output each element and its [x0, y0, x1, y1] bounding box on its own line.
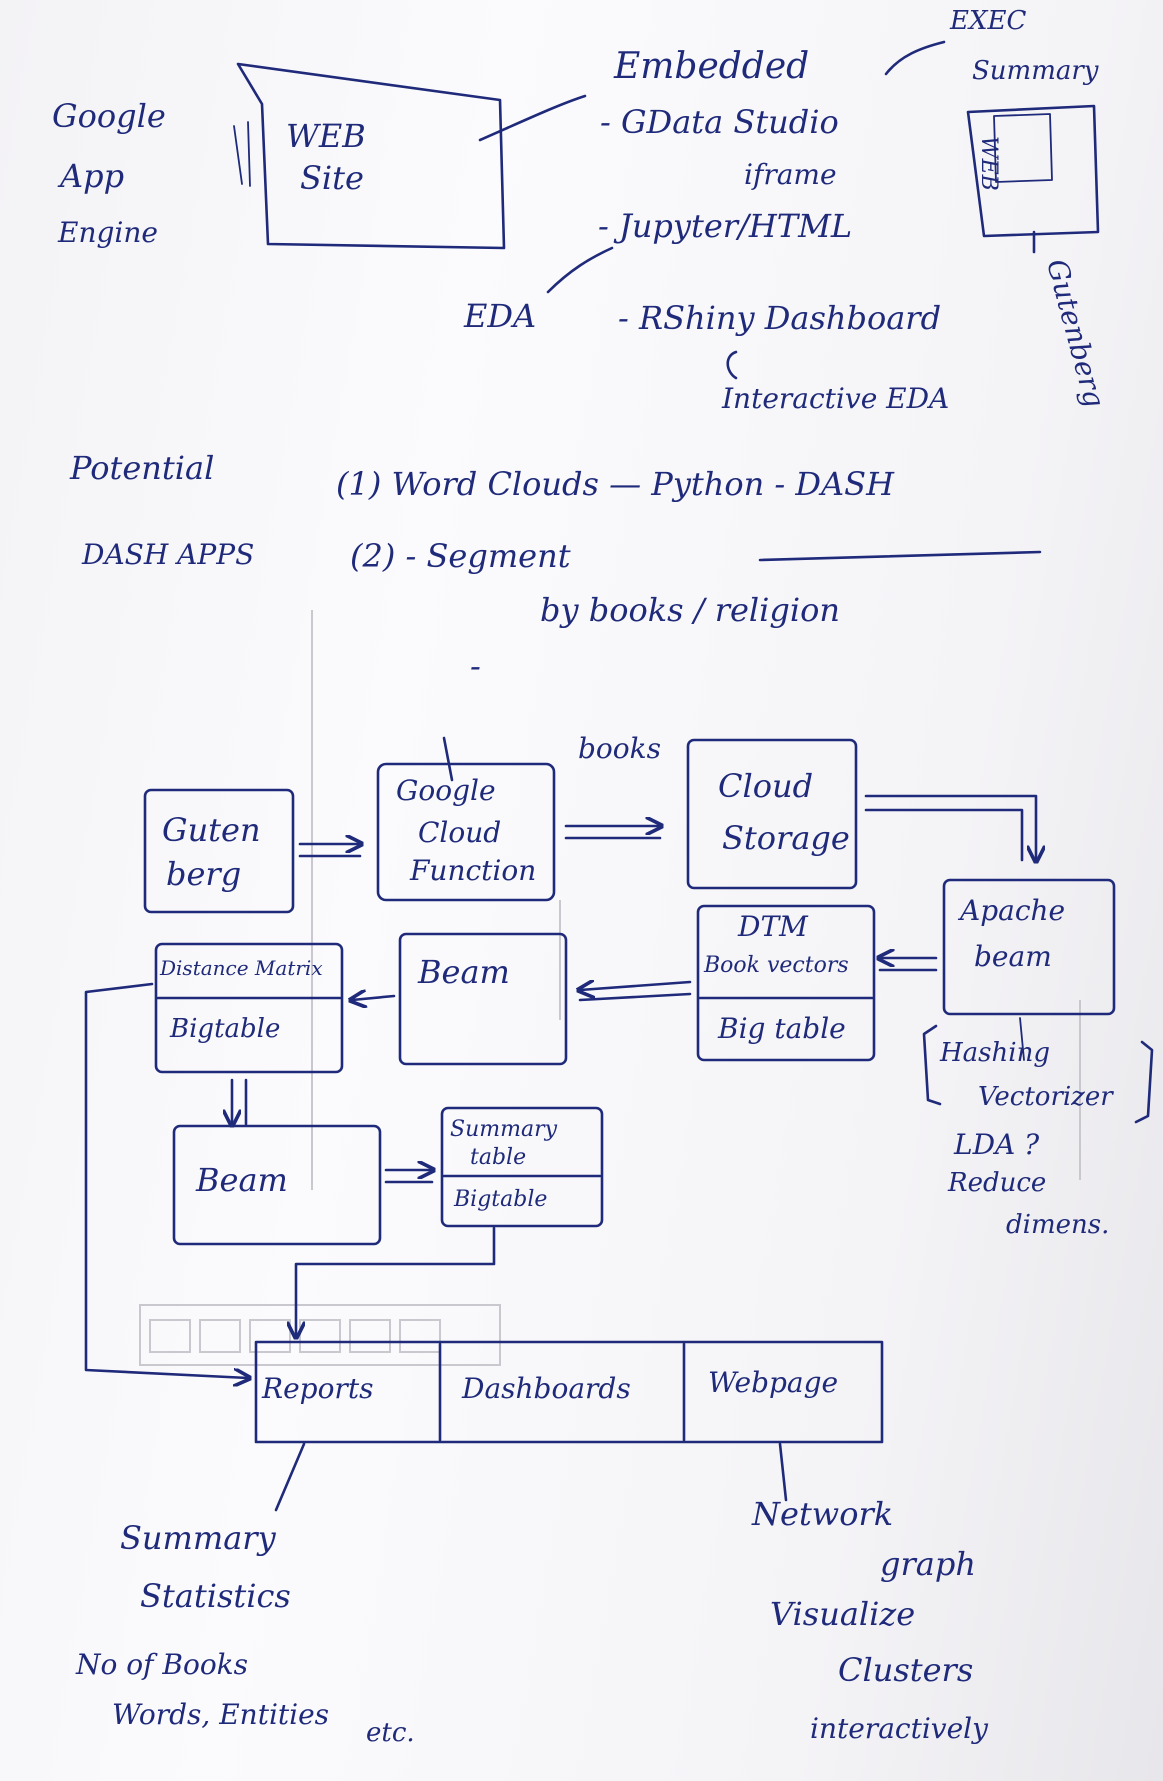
exec-summary-web-box: [993, 113, 1053, 183]
output-reports: Reports: [262, 1372, 374, 1405]
beam-low-box: [172, 1124, 382, 1246]
potential-item-word-clouds: (1) Word Clouds — Python - DASH: [336, 465, 894, 503]
webpage-note-4: Clusters: [838, 1651, 974, 1689]
output-dashboards: Dashboards: [462, 1372, 631, 1405]
summary-box: [440, 1106, 604, 1228]
beam-mid-label: Beam: [418, 953, 510, 991]
exec-summary-web-label: WEB: [976, 136, 1001, 191]
gutenberg-label-1: Guten: [162, 811, 261, 849]
embedded-item-iframe: iframe: [744, 158, 837, 191]
vectorizer-tick: [1019, 1017, 1025, 1061]
distance-matrix-label: Distance Matrix: [160, 956, 323, 980]
dash-underline: [758, 550, 1042, 562]
cloud-storage-label-1: Cloud: [718, 767, 814, 805]
reports-note-2: Statistics: [140, 1577, 291, 1615]
edge-books-label: books: [578, 732, 661, 765]
potential-item-dash: -: [470, 647, 481, 685]
summary-bigtable-label: Bigtable: [454, 1187, 548, 1212]
dtm-label-1: DTM: [738, 910, 808, 943]
reports-note-3: No of Books: [76, 1648, 249, 1681]
vectorizer-note-4: Reduce: [948, 1168, 1047, 1198]
potential-label-2: DASH APPS: [82, 538, 255, 571]
reports-note-5: etc.: [366, 1718, 415, 1748]
summary-label-1: Summary: [450, 1117, 558, 1142]
potential-item-by-books: by books / religion: [540, 591, 840, 629]
cloud-function-label-1: Google: [396, 774, 496, 807]
dtm-box: [696, 904, 876, 1062]
arrow-dtm-to-beam-mid-2: [578, 992, 692, 1002]
reports-note-1: Summary: [120, 1519, 276, 1557]
apache-beam-box: [942, 878, 1116, 1016]
arrow-storage-to-beam-2: [864, 808, 1024, 862]
webpage-note-2: graph: [880, 1545, 976, 1583]
gutenberg-label-2: berg: [166, 855, 242, 893]
dtm-bigtable-label: Big table: [718, 1012, 846, 1045]
apache-beam-label-2: beam: [974, 940, 1052, 973]
distance-matrix-box: [154, 942, 344, 1074]
arrow-reports-notes: [274, 1442, 306, 1512]
potential-item-segment: (2) - Segment: [350, 537, 571, 575]
beam-low-label: Beam: [196, 1161, 288, 1199]
hosting-bracket: [233, 121, 251, 187]
interactive-eda-label: Interactive EDA: [722, 382, 950, 415]
cloud-function-label-3: Function: [410, 854, 537, 887]
output-webpage: Webpage: [708, 1366, 839, 1399]
potential-label-1: Potential: [70, 449, 215, 487]
webpage-note-3: Visualize: [770, 1595, 916, 1633]
vectorizer-note-5: dimens.: [1006, 1210, 1110, 1240]
website-connector: [478, 94, 587, 142]
embedded-item-data-studio: - GData Studio: [600, 103, 839, 141]
cloud-function-label-2: Cloud: [418, 816, 502, 849]
summary-label-2: table: [470, 1145, 527, 1170]
website-box: [236, 62, 506, 250]
hosting-label-3: Engine: [58, 216, 158, 249]
embedded-title: Embedded: [614, 46, 810, 87]
website-label-1: WEB: [286, 117, 366, 155]
rshiny-bracket: [726, 350, 738, 380]
outputs-box: [254, 1340, 884, 1444]
arrow-beam-mid-to-distance: [352, 996, 396, 1000]
cloud-storage-box: [686, 738, 858, 890]
dtm-label-2: Book vectors: [704, 953, 849, 978]
webpage-note-1: Network: [752, 1495, 894, 1533]
website-label-2: Site: [300, 159, 364, 197]
apache-beam-label-1: Apache: [960, 894, 1066, 927]
beam-mid-box: [398, 932, 568, 1066]
embedded-item-rshiny: - RShiny Dashboard: [618, 299, 942, 337]
vectorizer-note-3: LDA ?: [954, 1128, 1040, 1161]
hosting-label-2: App: [60, 157, 125, 195]
distance-bigtable-label: Bigtable: [170, 1014, 281, 1044]
eda-connector: [546, 246, 614, 294]
eda-label: EDA: [464, 297, 537, 335]
arrow-dtm-to-beam-mid: [580, 982, 692, 990]
webpage-note-5: interactively: [810, 1712, 988, 1745]
reports-note-4: Words, Entities: [112, 1698, 330, 1731]
arrow-distance-to-reports: [84, 982, 248, 1378]
vectorizer-note-1: Hashing: [940, 1038, 1050, 1068]
arrow-summary-to-reports: [296, 1226, 496, 1336]
embedded-item-jupyter: - Jupyter/HTML: [598, 207, 853, 245]
cloud-function-box: [376, 762, 556, 902]
exec-summary-hook: [884, 40, 946, 76]
arrow-storage-to-beam: [864, 794, 1036, 860]
vectorizer-bracket: [922, 1024, 1154, 1124]
vectorizer-note-2: Vectorizer: [978, 1082, 1113, 1112]
exec-summary-label-1: EXEC: [950, 6, 1027, 36]
gutenberg-box: [143, 788, 295, 914]
cloud-function-tick: [442, 736, 454, 782]
exec-summary-label-2: Summary: [972, 56, 1099, 86]
exec-summary-box: [966, 104, 1100, 238]
cloud-storage-label-2: Storage: [722, 819, 850, 857]
arrow-webpage-notes: [778, 1442, 788, 1502]
hosting-label-1: Google: [52, 97, 166, 135]
